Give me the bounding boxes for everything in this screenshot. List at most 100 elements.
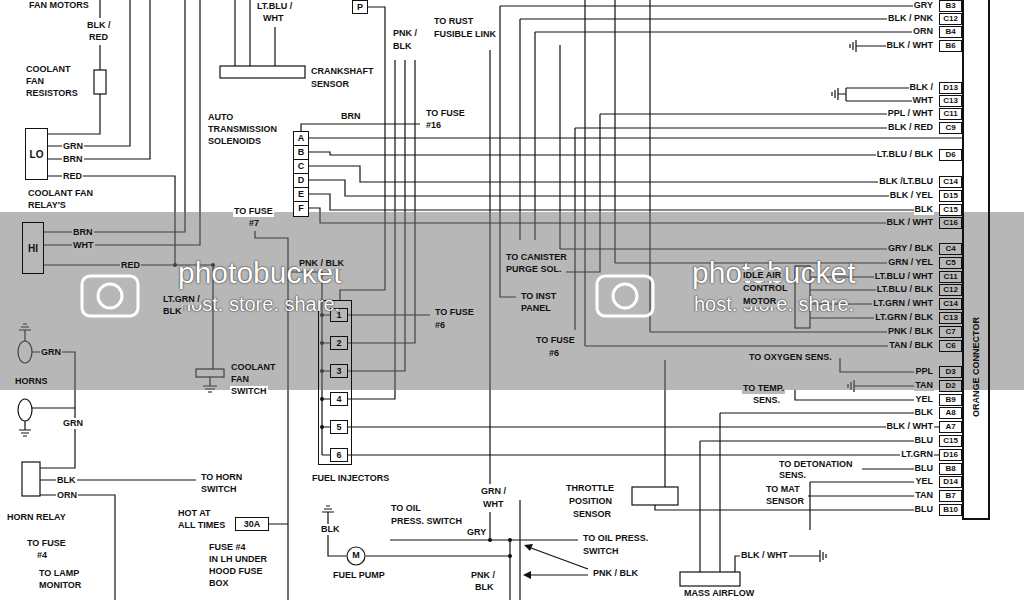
- callout-label: PNK / BLK: [298, 258, 345, 269]
- callout-label: BLK / WHT: [740, 550, 789, 561]
- callout-label: FAN: [25, 76, 45, 87]
- pin-number: B6: [939, 40, 962, 52]
- callout-label: RESISTORS: [25, 88, 79, 99]
- wire: [309, 137, 962, 138]
- pin-number: D15: [939, 190, 962, 202]
- relay-box: LO: [25, 128, 48, 180]
- wire-color-label: GRY: [913, 0, 934, 11]
- callout-label: LT.GRN /: [162, 294, 201, 305]
- callout-label: GRN: [62, 418, 84, 429]
- callout-label: FUSE #4: [208, 542, 247, 553]
- callout-label: POSITION: [568, 496, 613, 507]
- callout-label: PNK /: [470, 570, 496, 581]
- pin-number: C12: [939, 284, 962, 296]
- pin-letter: A: [294, 132, 308, 146]
- node-label: 30A: [244, 519, 261, 530]
- wire-color-label: ORN: [912, 26, 934, 37]
- wire-connector: [348, 427, 962, 428]
- callout-label: #4: [36, 550, 48, 561]
- solenoid-connector: ABCDEF: [293, 131, 309, 217]
- callout-label: FAN MOTORS: [28, 0, 90, 11]
- callout-label: TO RUST: [433, 16, 474, 27]
- pin-number: C11: [939, 108, 962, 120]
- wire-color-label: YEL: [914, 476, 934, 487]
- callout-label: TRANSMISSION: [207, 124, 278, 135]
- camera-lens: [98, 284, 122, 308]
- wire-color-label: BLK / YEL: [889, 190, 934, 201]
- pin-letter: D: [294, 174, 308, 188]
- callout-label: BLK: [392, 41, 413, 52]
- junction-dot: [320, 397, 324, 401]
- wire-color-label: GRN / YEL: [887, 257, 934, 268]
- callout-label: ORN: [56, 490, 78, 501]
- pin-letter: C: [294, 160, 308, 174]
- callout-label: BRN: [62, 154, 84, 165]
- wire: [348, 426, 962, 427]
- arrow-head: [523, 571, 531, 579]
- callout-label: TO FUSE: [425, 108, 466, 119]
- node-label: 4: [336, 394, 341, 405]
- callout-label: BLK: [56, 475, 77, 486]
- callout-label: RED: [120, 260, 141, 271]
- callout-label: TO HORN: [200, 472, 243, 483]
- callout-label: BRN: [72, 227, 94, 238]
- wire-color-label: TAN: [914, 380, 934, 391]
- callout-label: RED: [62, 171, 83, 182]
- sensor-plug: [220, 66, 305, 78]
- node-label: 5: [336, 422, 341, 433]
- pin-number: C4: [939, 243, 962, 255]
- pin-letter: E: [294, 188, 308, 202]
- pin-number: D16: [939, 449, 962, 461]
- motor-outline: [347, 547, 365, 565]
- wire-color-label: LT.BLU / WHT: [874, 271, 934, 282]
- callout-label: AUTO: [207, 112, 234, 123]
- callout-label: GRY: [466, 527, 487, 538]
- wire-color-label: PPL: [914, 366, 934, 377]
- callout-label: #6: [548, 348, 560, 359]
- callout-label: BLK: [320, 524, 341, 535]
- pin-number: C14: [939, 298, 962, 310]
- callout-label: MONITOR: [38, 580, 82, 591]
- callout-label: HOT AT: [177, 508, 212, 519]
- pin-number: A8: [939, 407, 962, 419]
- pin-number: C16: [939, 217, 962, 229]
- pin-number: D6: [939, 149, 962, 161]
- wire-color-label: TAN: [914, 490, 934, 501]
- pin-number: C11: [939, 271, 962, 283]
- callout-label: PRESS. SWITCH: [390, 516, 463, 527]
- callout-label: TO LAMP: [38, 568, 80, 579]
- node-heading: FUEL PUMP: [332, 570, 386, 581]
- wire-color-label: YEL: [914, 394, 934, 405]
- callout-label: SWITCH: [200, 484, 238, 495]
- pin-number: D2: [939, 380, 962, 392]
- pin-number: D3: [939, 366, 962, 378]
- callout-label: FAN: [230, 374, 250, 385]
- pin-number: C12: [939, 13, 962, 25]
- wire-color-label: BLK / PNK: [887, 13, 934, 24]
- pin-letter: B: [294, 146, 308, 160]
- injector-pin: 6: [330, 448, 348, 462]
- connector-box: P: [352, 0, 368, 14]
- callout-label: SENSOR: [572, 509, 612, 520]
- relay-symbol: [22, 462, 40, 496]
- watermark-icons: [82, 276, 653, 316]
- wire-color-label: BLU: [914, 504, 935, 515]
- pin-number: B8: [939, 463, 962, 475]
- arrow-head: [524, 544, 533, 551]
- callout-label: COOLANT FAN: [27, 188, 94, 199]
- callout-label: TO FUSE: [26, 538, 67, 549]
- callout-label: BLK: [474, 582, 495, 593]
- callout-label: PANEL: [520, 303, 552, 314]
- camera-icon: [82, 276, 138, 316]
- callout-label: PURGE SOL.: [505, 264, 563, 275]
- wire-color-label: BLK / WHT: [886, 40, 935, 51]
- pin-number: D13: [939, 82, 962, 94]
- pin-number: B4: [939, 26, 962, 38]
- node-label: 3: [336, 366, 341, 377]
- injector-pin: 5: [330, 420, 348, 434]
- wire: [348, 454, 962, 455]
- callout-label: GRN /: [480, 486, 507, 497]
- callout-label: TO INST: [520, 291, 557, 302]
- node-label: HI: [28, 243, 38, 254]
